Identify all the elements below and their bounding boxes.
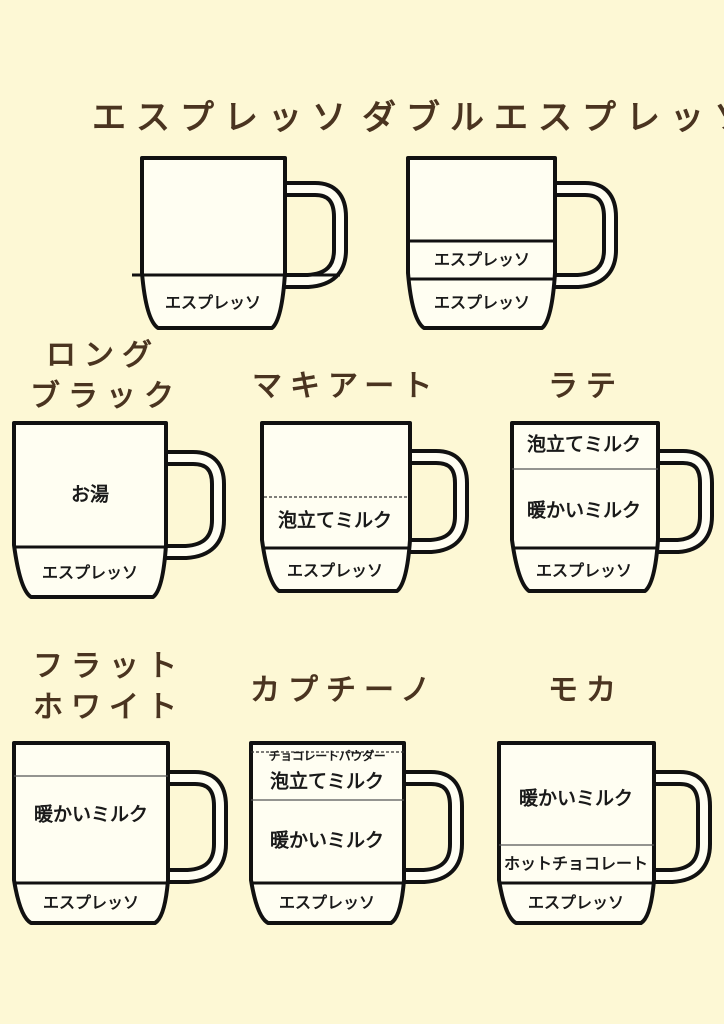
mug-long-black: お湯 エスプレッソ	[10, 420, 230, 605]
drink-title-espresso: エスプレッソ	[92, 98, 356, 138]
mug-espresso: エスプレッソ	[130, 155, 350, 335]
drink-title-latte: ラテ	[548, 369, 624, 404]
drink-title-line1: ロング	[46, 338, 160, 373]
mug-latte: 泡立てミルク 暖かいミルク エスプレッソ	[508, 420, 724, 600]
drink-title-line2: ホワイト	[33, 689, 185, 725]
layer-label-espresso: エスプレッソ	[41, 563, 139, 582]
layer-label-hot-water: お湯	[70, 483, 110, 506]
drink-title-double-espresso: ダブルエスプレッソ	[362, 98, 724, 138]
layer-label-warm-milk: 暖かいミルク	[33, 803, 149, 826]
layer-label-warm-milk: 暖かいミルク	[518, 787, 634, 810]
layer-label-espresso-top: エスプレッソ	[433, 250, 531, 269]
layer-label-espresso: エスプレッソ	[42, 893, 140, 912]
mug-outline	[249, 741, 464, 925]
mug-flat-white: 暖かいミルク エスプレッソ	[10, 740, 230, 930]
drink-title-mocha: モカ	[548, 673, 624, 708]
layer-label-espresso: エスプレッソ	[286, 561, 384, 580]
drink-title-long-black: ロング ブラック	[30, 336, 182, 417]
layer-label-warm-milk: 暖かいミルク	[269, 829, 385, 852]
layer-label-foamed-milk: 泡立てミルク	[269, 770, 385, 793]
mug-cappuccino: チョコレートパウダー 泡立てミルク 暖かいミルク エスプレッソ	[246, 740, 468, 930]
drink-title-cappuccino: カプチーノ	[250, 673, 439, 708]
drink-title-flat-white: フラット ホワイト	[33, 647, 185, 728]
mug-outline	[12, 421, 226, 599]
layer-label-espresso: エスプレッソ	[164, 293, 262, 312]
layer-label-foamed-milk: 泡立てミルク	[526, 433, 642, 456]
layer-label-warm-milk: 暖かいミルク	[526, 499, 642, 522]
mug-outline	[132, 156, 348, 330]
mug-outline	[260, 421, 469, 593]
layer-label-hot-chocolate: ホットチョコレート	[503, 854, 649, 873]
mug-outline	[497, 741, 712, 925]
layer-label-espresso: エスプレッソ	[527, 893, 625, 912]
layer-label-foamed-milk: 泡立てミルク	[277, 509, 393, 532]
mug-outline	[12, 741, 228, 925]
layer-label-chocolate-powder: チョコレートパウダー	[268, 749, 386, 763]
drink-title-line2: ブラック	[30, 378, 182, 414]
mug-double-espresso: エスプレッソ エスプレッソ	[400, 155, 620, 335]
mug-macchiato: 泡立てミルク エスプレッソ	[258, 420, 478, 600]
drink-title-macchiato: マキアート	[252, 369, 441, 404]
layer-label-espresso: エスプレッソ	[278, 893, 376, 912]
layer-label-espresso: エスプレッソ	[535, 561, 633, 580]
mug-outline	[510, 421, 714, 593]
drink-title-line1: フラット	[33, 649, 185, 684]
mug-mocha: 暖かいミルク ホットチョコレート エスプレッソ	[494, 740, 716, 930]
mug-outline	[406, 156, 618, 330]
layer-label-espresso-bottom: エスプレッソ	[433, 293, 531, 312]
